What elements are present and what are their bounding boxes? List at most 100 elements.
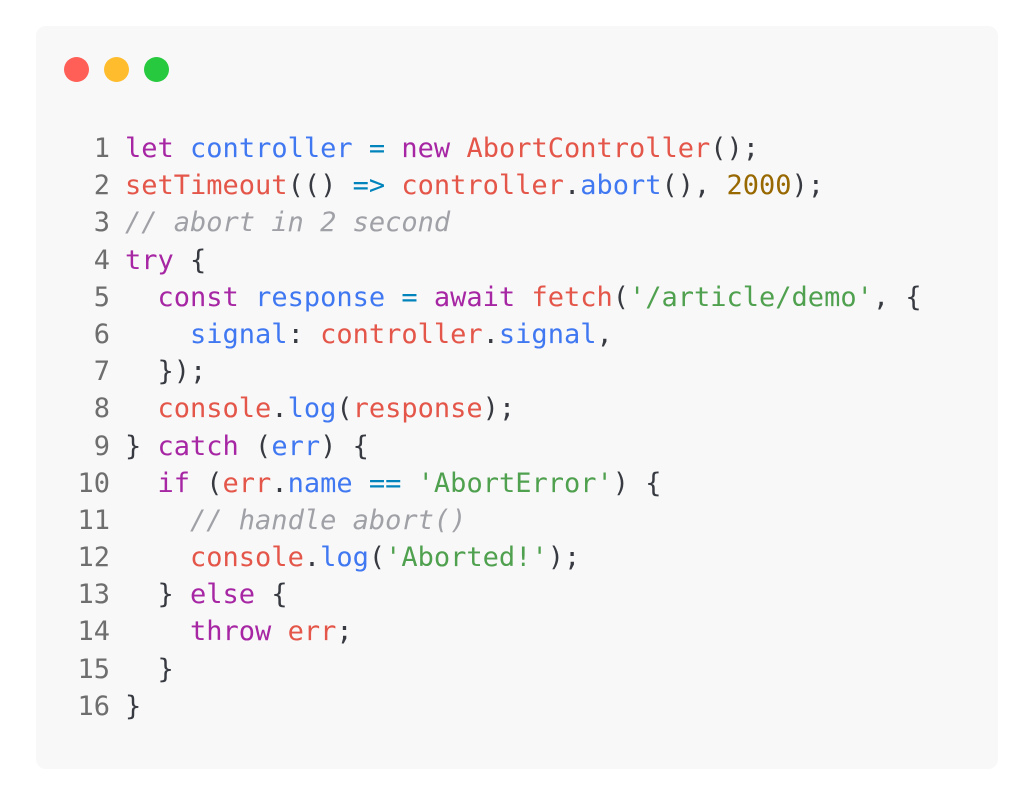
code-token: name [287,467,353,499]
code-token [271,616,287,647]
code-token: { [255,579,288,611]
line-number: 5 [93,281,110,313]
code-token [385,170,401,201]
code-token: controller [190,133,353,164]
code-text: } [125,688,141,725]
code-token: controller [320,318,483,350]
code-token [125,616,190,647]
line-number: 12 [77,542,110,574]
code-line: 9} catch (err) { [36,428,922,465]
code-token [353,468,369,499]
line-number: 11 [77,504,110,536]
code-token: ( [238,430,272,462]
code-text: } else { [125,576,288,613]
code-token: setTimeout [125,170,288,202]
code-token: ( [190,467,223,499]
code-token [125,393,158,424]
code-text: }); [125,353,207,390]
code-token [385,282,401,313]
code-text: setTimeout(() => controller.abort(), 200… [125,167,824,204]
code-token: }); [125,356,207,388]
code-token [125,505,190,536]
code-token: const [157,281,239,313]
code-token: let [125,133,174,164]
code-token: : [287,318,321,350]
code-text: if (err.name == 'AbortError') { [125,465,662,502]
line-number: 15 [77,653,110,685]
minimize-dot-icon[interactable] [104,57,129,82]
code-line: 2 setTimeout(() => controller.abort(), 20… [36,167,922,204]
line-number: 14 [77,616,110,648]
code-token: ) { [320,430,369,462]
code-token: abort [580,170,662,202]
code-token: err [222,467,272,499]
code-token: ( [612,281,629,313]
code-text: // abort in 2 second [125,204,450,241]
code-token [515,282,531,313]
maximize-dot-icon[interactable] [144,57,169,82]
code-text: } [125,651,174,688]
code-token: err [271,430,321,462]
code-token: . [563,170,581,202]
code-token: (() [287,170,353,202]
code-token: ( [336,393,353,425]
code-token: . [482,318,499,350]
code-token: (); [710,133,760,164]
code-text: const response = await fetch('/article/d… [125,279,922,316]
code-token: = [401,281,418,313]
code-token: ; [336,616,353,648]
code-line: 8 console.log(response); [36,390,922,427]
code-token: } [125,430,158,462]
code-token: signal [190,318,288,350]
code-text: let controller = new AbortController(); [125,130,759,167]
line-number: 9 [93,430,110,462]
code-token: == [368,467,402,499]
code-token [418,282,434,313]
code-token: 'AbortError' [417,467,613,499]
line-number: 13 [77,579,110,611]
code-token: ); [482,393,516,425]
code-token: // abort in 2 second [125,207,451,239]
code-token: throw [190,616,272,648]
code-token: response [255,281,386,313]
code-token: try [125,244,174,276]
code-token: if [157,467,191,499]
close-dot-icon[interactable] [64,57,89,82]
code-line: 3// abort in 2 second [36,204,922,241]
code-token: catch [157,430,239,462]
code-token: ); [791,170,825,202]
code-token: . [271,467,288,499]
code-text: console.log(response); [125,390,516,427]
code-token [125,319,190,350]
code-token: => [352,170,386,202]
code-token: // handle abort() [190,504,467,536]
code-token [353,133,369,164]
code-line: 15 } [36,651,922,688]
code-token: err [287,616,337,648]
code-token [125,282,158,313]
code-token [385,133,401,164]
code-text: console.log('Aborted!'); [125,539,580,576]
code-token: ); [547,542,581,574]
code-token: log [287,393,337,425]
code-token: else [190,579,256,611]
code-line: 10 if (err.name == 'AbortError') { [36,465,922,502]
code-token: . [271,393,288,425]
code-token: response [352,393,483,425]
code-token: fetch [531,281,613,313]
code-token: (), [661,170,727,202]
code-line: 7 }); [36,353,922,390]
line-number: 2 [93,170,110,202]
code-token: , [596,318,613,350]
line-number: 7 [93,356,110,388]
code-token: . [303,542,321,574]
code-token: , { [872,281,922,313]
code-token: } [125,690,142,722]
code-token: console [190,542,304,574]
code-token: 'Aborted!' [385,542,548,574]
code-line: 14 throw err; [36,613,922,650]
